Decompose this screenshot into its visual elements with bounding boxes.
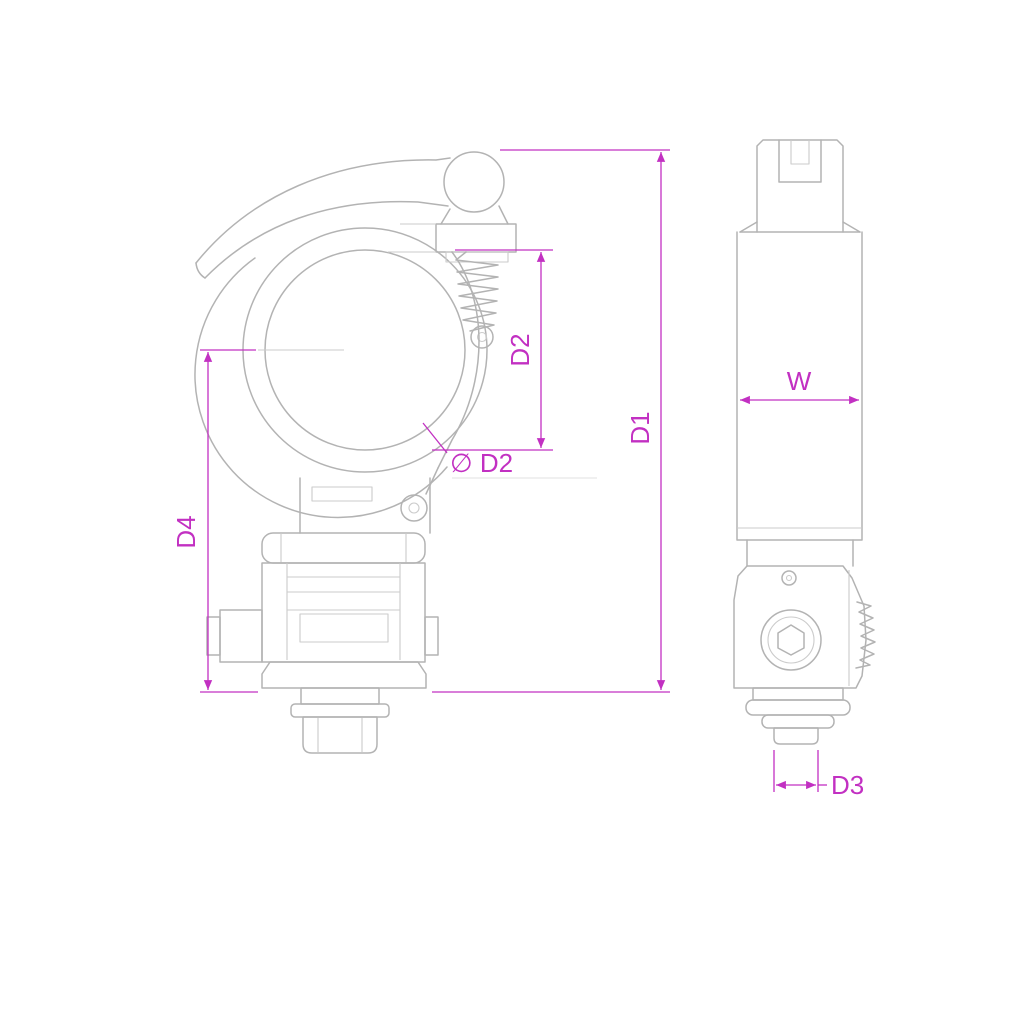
- dimension-d1: D1: [432, 149, 670, 693]
- w-label: W: [787, 366, 812, 396]
- trunnion-cap: [261, 532, 426, 564]
- dimension-d2: D2: [432, 249, 553, 451]
- dimension-d3: D3: [773, 750, 864, 800]
- body-neck: [299, 477, 431, 534]
- d4-label: D4: [171, 515, 201, 548]
- jaw-arm: [437, 251, 480, 469]
- side-bottom-bolt: [745, 687, 851, 745]
- latch-tab: [400, 467, 439, 522]
- front-view: [194, 151, 517, 754]
- dimension-d4: D4: [171, 349, 344, 693]
- lever-cam-circle: [443, 151, 505, 213]
- spring: [455, 251, 499, 349]
- side-body: [736, 231, 863, 567]
- side-lower-block: [733, 565, 876, 689]
- dimensions: D2 ∅ D2 D1 D4 W: [171, 149, 864, 800]
- serrated-trigger: [855, 601, 876, 669]
- d3-label: D3: [831, 770, 864, 800]
- pivot-pin: [781, 570, 797, 586]
- side-tab: [424, 616, 439, 656]
- clevis: [739, 139, 861, 233]
- side-knob: [206, 609, 263, 663]
- latch-block: [388, 223, 517, 263]
- bottom-bolt: [290, 687, 390, 754]
- d1-label: D1: [625, 411, 655, 444]
- d2-diameter-label: ∅ D2: [450, 448, 513, 478]
- hex-socket-bolt: [760, 609, 822, 671]
- swivel-bracket: [261, 562, 426, 663]
- side-view: [733, 139, 876, 745]
- d2-label: D2: [505, 333, 535, 366]
- clamp-body-outline: [194, 257, 448, 519]
- spring-anchor: [470, 325, 494, 349]
- dimension-w: W: [740, 366, 859, 405]
- quick-release-lever: [195, 151, 509, 279]
- dimension-d2-diameter: ∅ D2: [422, 422, 597, 479]
- bottom-flange: [261, 661, 427, 689]
